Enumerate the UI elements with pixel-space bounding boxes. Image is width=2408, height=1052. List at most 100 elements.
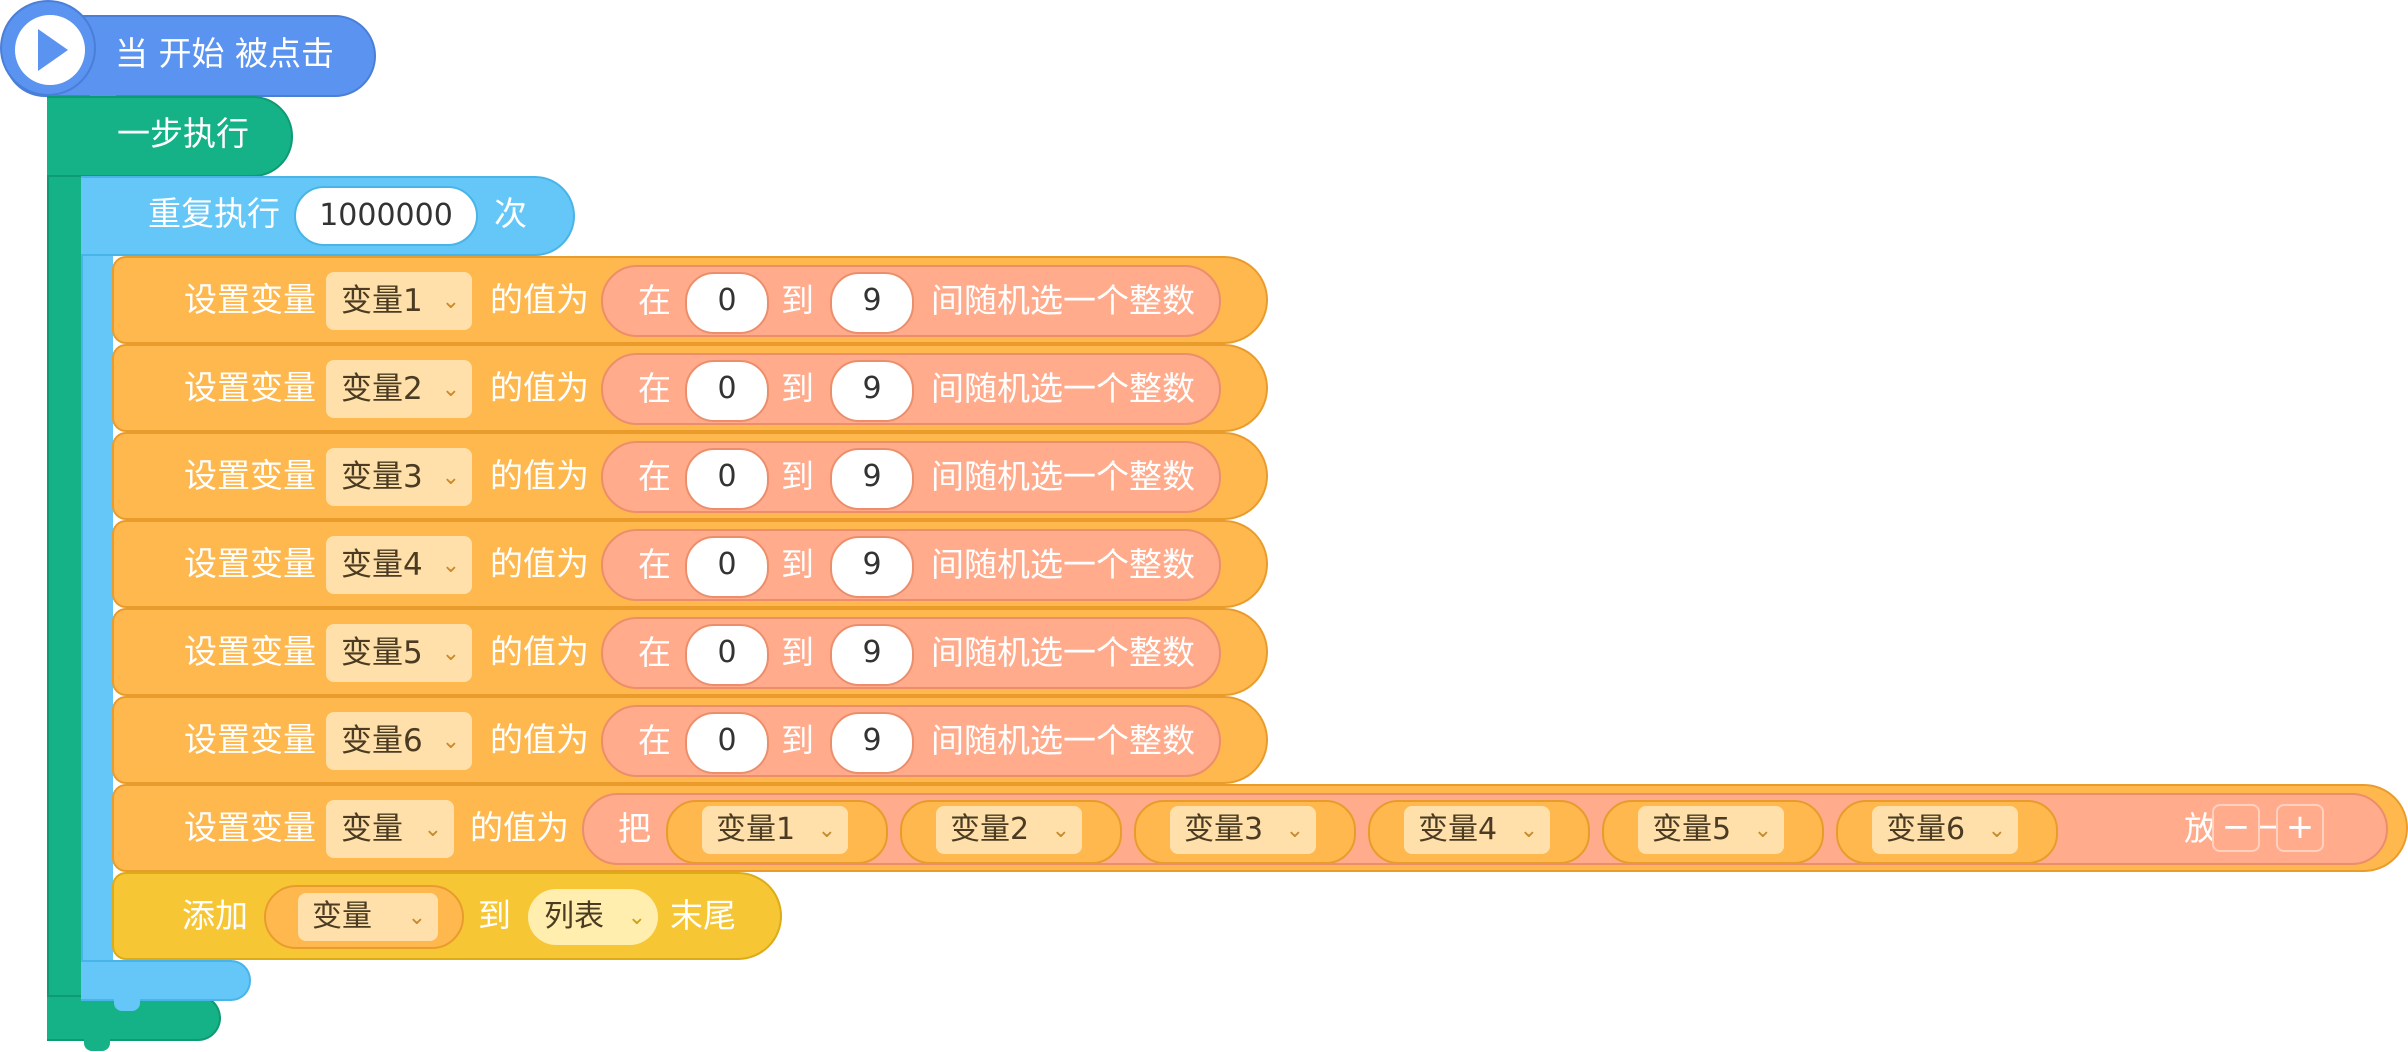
random-integer-block[interactable]: 在 0 到 9 间随机选一个整数	[601, 353, 1221, 425]
chevron-down-icon: ⌄	[441, 465, 460, 490]
random-tail-label: 间随机选一个整数	[931, 721, 1195, 760]
set-variable-label: 设置变量	[184, 368, 316, 407]
variable-dropdown[interactable]: 变量6⌄	[326, 712, 472, 770]
random-integer-block[interactable]: 在 0 到 9 间随机选一个整数	[601, 705, 1221, 777]
variable-dropdown[interactable]: 变量2⌄	[936, 806, 1082, 854]
set-variable-label: 设置变量	[184, 544, 316, 583]
plus-button[interactable]: +	[2276, 804, 2324, 852]
value-label: 的值为	[490, 632, 589, 671]
random-max-input[interactable]: 9	[830, 448, 914, 510]
variable-name: 变量5	[1652, 812, 1732, 847]
random-to-label: 到	[781, 369, 814, 408]
value-label: 的值为	[490, 280, 589, 319]
random-min-input[interactable]: 0	[685, 272, 769, 334]
variable-dropdown[interactable]: 变量5⌄	[1638, 806, 1784, 854]
join-item-2[interactable]: 变量2⌄	[900, 800, 1122, 864]
random-max-input[interactable]: 9	[830, 360, 914, 422]
join-item-3[interactable]: 变量3⌄	[1134, 800, 1356, 864]
variable-name: 变量6	[1886, 812, 1966, 847]
random-at-label: 在	[638, 721, 671, 760]
value-label: 的值为	[490, 544, 589, 583]
chevron-down-icon: ⌄	[441, 729, 460, 754]
variable-name: 变量	[312, 899, 372, 934]
repeat-block-foot	[81, 960, 251, 1001]
set-variable-block-6[interactable]: 设置变量 变量6⌄ 的值为 在 0 到 9 间随机选一个整数	[112, 696, 1268, 784]
random-integer-block[interactable]: 在 0 到 9 间随机选一个整数	[601, 617, 1221, 689]
value-label: 的值为	[490, 368, 589, 407]
value-label: 的值为	[470, 808, 569, 847]
random-max-input[interactable]: 9	[830, 624, 914, 686]
variable-dropdown[interactable]: 变量1⌄	[702, 806, 848, 854]
variable-dropdown[interactable]: 变量2⌄	[326, 360, 472, 418]
chevron-down-icon: ⌄	[441, 641, 460, 666]
start-button[interactable]	[0, 0, 96, 96]
random-integer-block[interactable]: 在 0 到 9 间随机选一个整数	[601, 441, 1221, 513]
variable-name: 变量1	[341, 283, 423, 319]
random-to-label: 到	[781, 281, 814, 320]
step-connector	[84, 1039, 110, 1051]
add-end-label: 末尾	[670, 896, 736, 935]
random-integer-block[interactable]: 在 0 到 9 间随机选一个整数	[601, 265, 1221, 337]
random-tail-label: 间随机选一个整数	[931, 633, 1195, 672]
add-variable-reporter[interactable]: 变量 ⌄	[264, 885, 464, 949]
variable-dropdown[interactable]: 变量⌄	[326, 800, 454, 858]
variable-dropdown[interactable]: 变量6 ⌄	[1872, 806, 2018, 854]
random-min-input[interactable]: 0	[685, 624, 769, 686]
value-label: 的值为	[490, 456, 589, 495]
random-min-input[interactable]: 0	[685, 448, 769, 510]
random-at-label: 在	[638, 633, 671, 672]
join-block[interactable]: 把 变量1⌄ 变量2⌄ 变量3⌄ 变量4⌄ 变量5⌄ 变量6⌄ 放在一起	[582, 793, 2388, 865]
set-variable-block-3[interactable]: 设置变量 变量3⌄ 的值为 在 0 到 9 间随机选一个整数	[112, 432, 1268, 520]
random-min-input[interactable]: 0	[685, 360, 769, 422]
join-item-4[interactable]: 变量4 ⌄	[1368, 800, 1590, 864]
variable-dropdown[interactable]: 变量3⌄	[1170, 806, 1316, 854]
set-variable-block-2[interactable]: 设置变量 变量2⌄ 的值为 在 0 到 9 间随机选一个整数	[112, 344, 1268, 432]
random-max-input[interactable]: 9	[830, 272, 914, 334]
chevron-down-icon: ⌄	[407, 905, 426, 930]
random-max-input[interactable]: 9	[830, 712, 914, 774]
random-to-label: 到	[781, 457, 814, 496]
variable-dropdown[interactable]: 变量5 ⌄	[326, 624, 472, 682]
set-variable-label: 设置变量	[184, 808, 316, 847]
random-tail-label: 间随机选一个整数	[931, 281, 1195, 320]
set-variable-block-1[interactable]: 设置变量 变量1 ⌄ 的值为 在 0 到 9 间随机选一个整数	[112, 256, 1268, 344]
repeat-count-input[interactable]: 1000000	[294, 186, 478, 246]
variable-dropdown[interactable]: 变量 ⌄	[298, 893, 438, 941]
add-to-list-block[interactable]: 添加 变量⌄ 到 列表⌄ 末尾	[112, 872, 782, 960]
add-label: 添加	[182, 896, 248, 935]
set-variable-block-4[interactable]: 设置变量 变量4 ⌄ 的值为 在 0 到 9 间随机选一个整数	[112, 520, 1268, 608]
set-variable-label: 设置变量	[184, 280, 316, 319]
chevron-down-icon: ⌄	[441, 553, 460, 578]
random-integer-block[interactable]: 在 0 到 9 间随机选一个整数	[601, 529, 1221, 601]
chevron-down-icon: ⌄	[423, 817, 442, 842]
chevron-down-icon: ⌄	[441, 377, 460, 402]
variable-dropdown[interactable]: 变量1 ⌄	[326, 272, 472, 330]
join-item-6[interactable]: 变量6 ⌄	[1836, 800, 2058, 864]
join-item-1[interactable]: 变量1⌄	[666, 800, 888, 864]
chevron-down-icon: ⌄	[1519, 818, 1538, 843]
random-max-input[interactable]: 9	[830, 536, 914, 598]
random-tail-label: 间随机选一个整数	[931, 457, 1195, 496]
repeat-label: 重复执行	[148, 194, 280, 233]
chevron-down-icon: ⌄	[817, 818, 836, 843]
variable-name: 变量5	[341, 635, 423, 671]
hat-label: 当 开始 被点击	[115, 34, 334, 73]
set-variable-label: 设置变量	[184, 456, 316, 495]
variable-name: 变量4	[1418, 812, 1498, 847]
minus-button[interactable]: −	[2212, 804, 2260, 852]
variable-name: 变量2	[950, 812, 1030, 847]
chevron-down-icon: ⌄	[441, 289, 460, 314]
random-min-input[interactable]: 0	[685, 712, 769, 774]
random-min-input[interactable]: 0	[685, 536, 769, 598]
variable-name: 变量4	[341, 547, 423, 583]
variable-dropdown[interactable]: 变量3⌄	[326, 448, 472, 506]
set-variable-label: 设置变量	[184, 632, 316, 671]
variable-dropdown[interactable]: 变量4 ⌄	[326, 536, 472, 594]
set-variable-join-block[interactable]: 设置变量 变量⌄ 的值为 把 变量1⌄ 变量2⌄ 变量3⌄ 变量4⌄ 变量5⌄ …	[112, 784, 2408, 872]
list-dropdown[interactable]: 列表⌄	[528, 889, 658, 945]
set-variable-block-5[interactable]: 设置变量 变量5 ⌄ 的值为 在 0 到 9 间随机选一个整数	[112, 608, 1268, 696]
join-item-5[interactable]: 变量5⌄	[1602, 800, 1824, 864]
random-at-label: 在	[638, 545, 671, 584]
variable-dropdown[interactable]: 变量4 ⌄	[1404, 806, 1550, 854]
chevron-down-icon: ⌄	[1987, 818, 2006, 843]
